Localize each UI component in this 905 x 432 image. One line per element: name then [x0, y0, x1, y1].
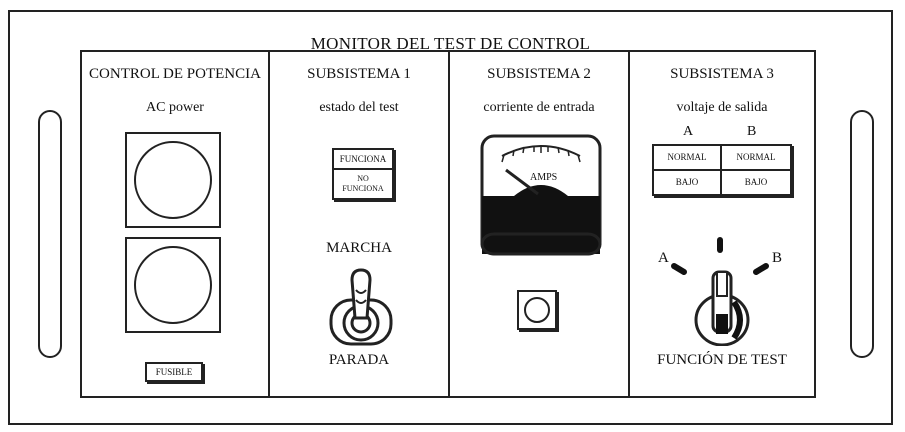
- push-button[interactable]: [517, 290, 557, 330]
- status-not-ok-line2: FUNCIONA: [342, 184, 384, 193]
- column-b-label: B: [747, 124, 757, 139]
- normal-a-indicator: NORMAL: [654, 146, 722, 171]
- dial-a-label: A: [658, 250, 669, 266]
- meter-unit-label: AMPS: [530, 172, 557, 183]
- subsystem1-subtitle: estado del test: [319, 100, 399, 115]
- switch-on-label: MARCHA: [326, 240, 392, 256]
- test-function-label: FUNCIÓN DE TEST: [657, 352, 787, 368]
- low-b-indicator: BAJO: [744, 177, 768, 187]
- ammeter-icon: AMPS: [480, 134, 602, 256]
- subsystem3-title: SUBSISTEMA 3: [670, 66, 774, 82]
- subsystem2-subtitle: corriente de entrada: [483, 100, 595, 115]
- control-panel-frame: MONITOR DEL TEST DE CONTROL: [8, 10, 893, 425]
- lamp-circle-icon: [134, 246, 212, 324]
- subsystem3-panel: SUBSISTEMA 3 voltaje de salida A B NORMA…: [630, 52, 814, 396]
- power-panel-title: CONTROL DE POTENCIA: [89, 66, 261, 82]
- left-handle[interactable]: [38, 110, 62, 358]
- button-circle-icon: [524, 297, 550, 323]
- subsystem2-panel: SUBSISTEMA 2 corriente de entrada AMPS: [450, 52, 630, 396]
- power-lamp-bottom[interactable]: [125, 237, 221, 333]
- test-status-indicator: FUNCIONA NO FUNCIONA: [332, 148, 394, 200]
- low-a-indicator: BAJO: [654, 171, 722, 194]
- status-not-ok-line1: NO: [357, 174, 369, 183]
- right-handle[interactable]: [850, 110, 874, 358]
- dial-b-label: B: [772, 250, 782, 266]
- lamp-circle-icon: [134, 141, 212, 219]
- status-ok-label: FUNCIONA: [334, 150, 392, 170]
- power-panel-subtitle: AC power: [146, 100, 204, 115]
- voltage-indicator-grid: NORMAL NORMAL BAJO BAJO: [652, 144, 792, 196]
- subsystem1-title: SUBSISTEMA 1: [307, 66, 411, 82]
- instrument-panel: CONTROL DE POTENCIA AC power FUSIBLE SUB…: [80, 50, 816, 398]
- panel-title: MONITOR DEL TEST DE CONTROL: [310, 34, 591, 53]
- status-not-ok-label: NO FUNCIONA: [334, 170, 392, 194]
- power-control-panel: CONTROL DE POTENCIA AC power FUSIBLE: [82, 52, 270, 396]
- subsystem1-panel: SUBSISTEMA 1 estado del test FUNCIONA NO…: [270, 52, 450, 396]
- subsystem2-title: SUBSISTEMA 2: [487, 66, 591, 82]
- fuse-button[interactable]: FUSIBLE: [145, 362, 203, 382]
- subsystem3-subtitle: voltaje de salida: [676, 100, 768, 115]
- rotary-selector-icon[interactable]: A B: [650, 228, 794, 346]
- normal-b-indicator: NORMAL: [722, 146, 790, 171]
- switch-off-label: PARADA: [328, 352, 390, 368]
- column-a-label: A: [683, 124, 694, 139]
- power-lamp-top[interactable]: [125, 132, 221, 228]
- toggle-switch-icon[interactable]: [326, 266, 396, 352]
